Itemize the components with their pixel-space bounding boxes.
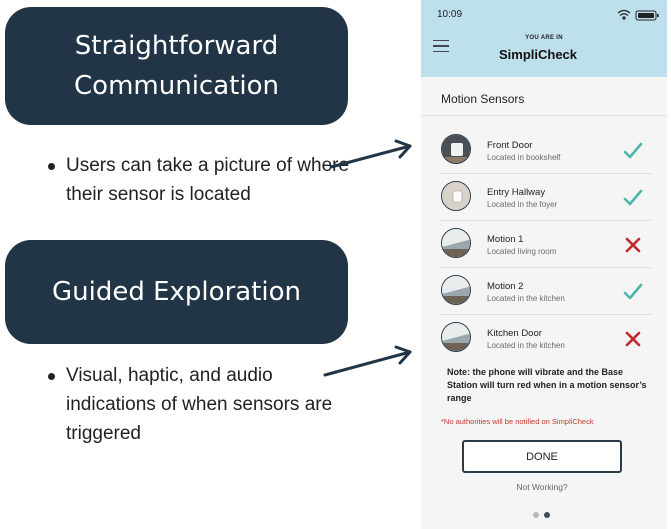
sensor-row[interactable]: Motion 1 Located living room — [441, 221, 651, 268]
cross-icon — [625, 237, 641, 253]
arrowhead-icon — [394, 345, 412, 365]
header-kicker: YOU ARE IN — [525, 35, 563, 41]
status-bar-icons — [617, 9, 659, 21]
callout-title-line: Straightforward — [74, 31, 279, 61]
sensor-row[interactable]: Motion 2 Located in the kitchen — [441, 268, 651, 315]
sensor-location: Located living room — [487, 247, 557, 256]
check-icon — [623, 142, 643, 159]
arrow-to-note — [323, 350, 412, 377]
not-working-link[interactable]: Not Working? — [516, 482, 568, 492]
sensor-photo — [441, 134, 471, 164]
disclaimer-text: *No authorities will be notified on Simp… — [441, 417, 594, 426]
sensor-row[interactable]: Entry Hallway Located in the foyer — [441, 174, 651, 221]
sensor-photo — [441, 181, 471, 211]
sensor-photo — [441, 228, 471, 258]
arrowhead-icon — [394, 139, 412, 159]
menu-icon[interactable] — [433, 40, 449, 56]
callout-guided-exploration: Guided Exploration — [5, 240, 348, 344]
check-icon — [623, 283, 643, 300]
app-header: 10:09 YOU ARE IN SimpliCheck — [421, 0, 667, 77]
battery-icon — [635, 10, 659, 21]
sensor-name: Entry Hallway — [487, 187, 546, 198]
callout-title-line: Guided Exploration — [52, 277, 301, 307]
section-title: Motion Sensors — [441, 92, 525, 106]
sensor-location: Located in bookshelf — [487, 153, 561, 162]
phone-screen: 10:09 YOU ARE IN SimpliCheck Motion Sens… — [421, 0, 667, 529]
sensor-photo — [441, 275, 471, 305]
sensor-location: Located in the foyer — [487, 200, 558, 209]
bullet-point: Visual, haptic, and audio indications of… — [48, 361, 366, 448]
sensor-photo — [441, 322, 471, 352]
bullet-point: Users can take a picture of where their … — [48, 151, 366, 209]
check-icon — [623, 189, 643, 206]
note-text: Note: the phone will vibrate and the Bas… — [447, 367, 647, 403]
page-indicator — [533, 503, 555, 522]
callout-straightforward-communication: Straightforward Communication — [5, 7, 348, 125]
app-name: SimpliCheck — [498, 47, 578, 62]
sensor-name: Motion 1 — [487, 234, 524, 245]
sensor-name: Motion 2 — [487, 281, 524, 292]
page-dot-active[interactable] — [544, 512, 550, 518]
status-time: 10:09 — [437, 9, 463, 20]
sensor-location: Located in the kitchen — [487, 341, 565, 350]
sensor-name: Kitchen Door — [487, 328, 542, 339]
wifi-icon — [617, 9, 631, 20]
done-button[interactable]: DONE — [462, 440, 622, 473]
sensor-location: Located in the kitchen — [487, 294, 565, 303]
page-dot[interactable] — [533, 512, 539, 518]
sensor-name: Front Door — [487, 140, 533, 151]
sensor-list: Front Door Located in bookshelf Entry Ha… — [441, 127, 651, 361]
sensor-row[interactable]: Front Door Located in bookshelf — [441, 127, 651, 174]
callout-title-line: Communication — [74, 71, 279, 101]
sensor-row[interactable]: Kitchen Door Located in the kitchen — [441, 315, 651, 361]
cross-icon — [625, 331, 641, 347]
arrow-to-sensor-list — [329, 144, 412, 169]
divider — [421, 115, 667, 116]
